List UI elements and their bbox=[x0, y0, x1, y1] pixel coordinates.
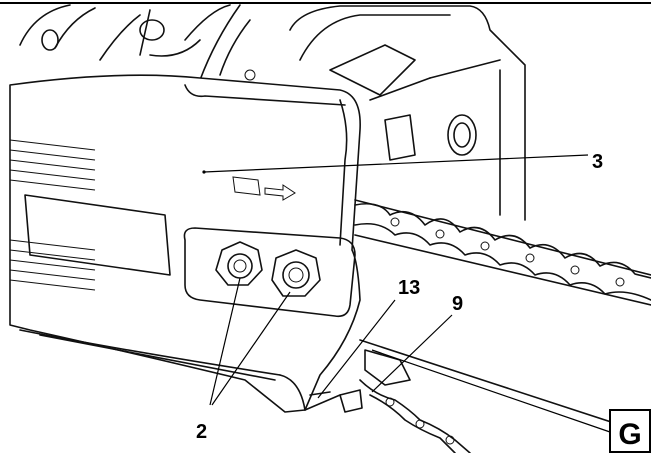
bar-nut-right bbox=[271, 249, 321, 297]
saw-chain-upper bbox=[354, 202, 651, 301]
guide-bar bbox=[354, 199, 651, 436]
cooling-vents bbox=[9, 139, 171, 291]
leader-line-g bbox=[371, 349, 611, 433]
engine-housing bbox=[19, 4, 526, 221]
leader-line-2b bbox=[211, 291, 291, 406]
leader-line-9 bbox=[371, 314, 453, 393]
label-sprocket-cover: 3 bbox=[592, 151, 603, 173]
label-bar-nuts: 2 bbox=[196, 421, 207, 443]
saw-chain-lower bbox=[359, 379, 471, 453]
bar-nut-left bbox=[215, 241, 263, 286]
leader-line-13 bbox=[317, 299, 396, 399]
chain-catcher bbox=[304, 349, 411, 413]
figure-letter-box: G bbox=[609, 409, 651, 453]
figure-letter: G bbox=[618, 418, 641, 451]
label-chain-tensioner: 13 bbox=[398, 277, 420, 299]
leader-line-3 bbox=[203, 154, 589, 173]
label-chain-catcher: 9 bbox=[452, 293, 463, 315]
leader-lines bbox=[202, 154, 611, 433]
leader-line-2a bbox=[209, 277, 241, 406]
sprocket-cover bbox=[9, 74, 361, 413]
chain-direction-symbol bbox=[232, 176, 296, 201]
